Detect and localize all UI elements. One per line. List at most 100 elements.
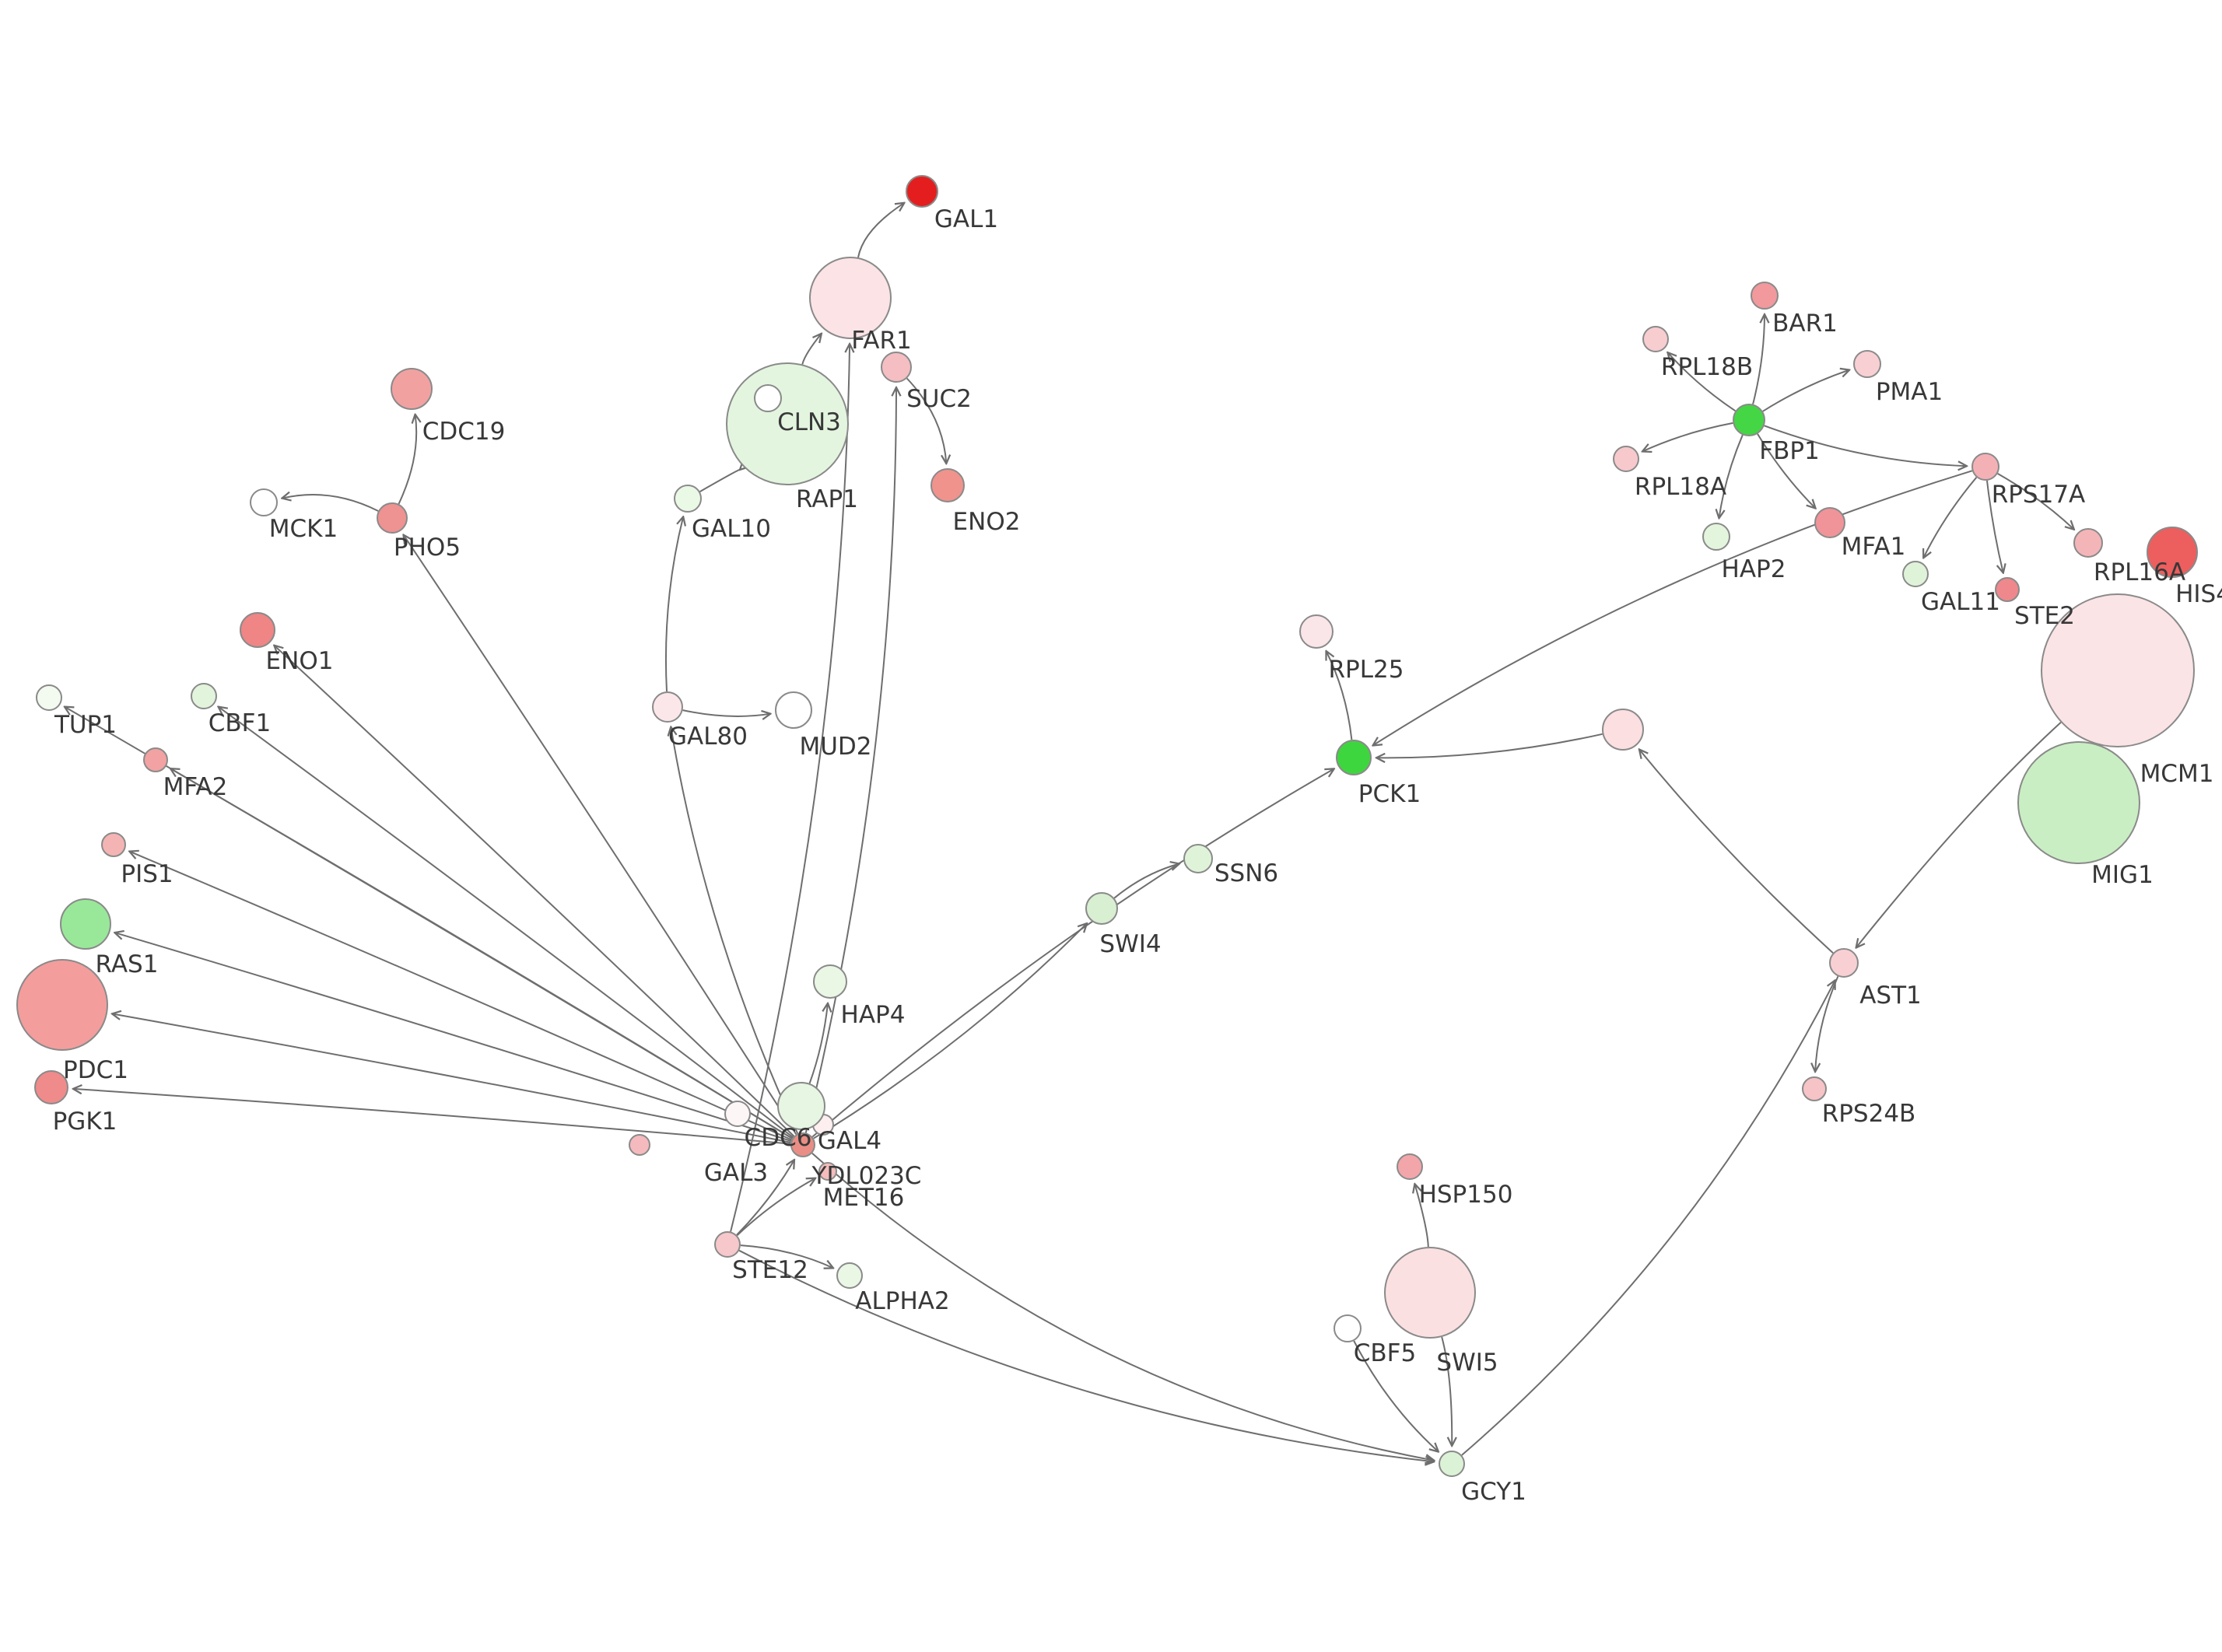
edge-GAL4-SUC2[interactable] <box>804 387 896 1133</box>
edge-NODE_X-PCK1[interactable] <box>1376 733 1603 758</box>
edge-RPS17A-STE2[interactable] <box>1986 480 2003 573</box>
node-ENO2[interactable] <box>931 468 965 502</box>
edge-PHO5-MCK1[interactable] <box>282 495 379 512</box>
edge-FBP1-PMA1[interactable] <box>1762 370 1849 412</box>
node-MCK1[interactable] <box>250 488 278 516</box>
node-MCM1[interactable] <box>2041 593 2195 747</box>
node-GAL4[interactable] <box>790 1132 815 1157</box>
edge-GAL80-MUD2[interactable] <box>682 709 771 716</box>
node-PDC1[interactable] <box>16 959 108 1051</box>
node-STE12[interactable] <box>714 1231 741 1258</box>
edge-SWI5-GCY1[interactable] <box>1441 1336 1452 1446</box>
node-GAL3[interactable] <box>724 1101 751 1127</box>
edge-SWI4-SSN6[interactable] <box>1113 864 1179 899</box>
edge-FBP1-MFA1[interactable] <box>1757 433 1816 509</box>
node-MUD2[interactable] <box>775 691 812 729</box>
edge-CBF5-GCY1[interactable] <box>1353 1340 1439 1452</box>
node-HAP2[interactable] <box>1702 523 1730 551</box>
edge-FAR1-GAL1[interactable] <box>857 203 904 258</box>
edge-GAL4-GAL80[interactable] <box>671 727 799 1134</box>
edge-FBP1-RPL18A[interactable] <box>1642 422 1733 452</box>
node-CDC19[interactable] <box>391 368 433 410</box>
node-GAL80[interactable] <box>652 691 683 723</box>
node-MFA1[interactable] <box>1814 507 1845 538</box>
edge-GAL4-ENO1[interactable] <box>274 646 795 1137</box>
node-CBF1[interactable] <box>191 683 217 709</box>
edge-GAL4-CBF1[interactable] <box>219 707 794 1139</box>
edge-GAL4-PHO5[interactable] <box>404 535 797 1136</box>
edge-STE12-FAR1[interactable] <box>730 344 850 1232</box>
node-GAL11[interactable] <box>1902 561 1929 587</box>
node-SSN6[interactable] <box>1183 844 1213 873</box>
edge-STE12-GAL4[interactable] <box>736 1160 794 1236</box>
node-GAL1[interactable] <box>906 175 938 208</box>
node-RPL16A[interactable] <box>2073 528 2103 558</box>
node-RPL18A[interactable] <box>1613 446 1639 472</box>
edge-GAL4-PGK1[interactable] <box>73 1089 791 1145</box>
node-GAL10[interactable] <box>674 485 702 513</box>
edge-SWI5-HSP150[interactable] <box>1414 1184 1429 1248</box>
node-BAR1[interactable] <box>1751 282 1779 310</box>
node-PIS1[interactable] <box>101 832 126 857</box>
edge-GAL4-TUP1[interactable] <box>65 707 793 1139</box>
edge-STE12-MET16[interactable] <box>736 1178 815 1237</box>
edge-FBP1-RPS17A[interactable] <box>1764 425 1967 466</box>
node-MFA2[interactable] <box>143 747 168 772</box>
edge-AST1-RPS24B[interactable] <box>1815 976 1839 1072</box>
node-RAS1[interactable] <box>60 898 111 950</box>
edge-GAL4-PIS1[interactable] <box>129 852 792 1141</box>
node-NODE_X[interactable] <box>1602 709 1644 751</box>
edge-GAL10-CLN3[interactable] <box>699 470 740 492</box>
edge-STE12-GCY1[interactable] <box>738 1249 1434 1462</box>
node-SWI4[interactable] <box>1085 892 1118 925</box>
node-RAP1[interactable] <box>754 384 782 412</box>
node-RPL25[interactable] <box>1299 614 1334 649</box>
edge-STE12-ALPHA2[interactable] <box>740 1244 833 1268</box>
edge-FBP1-BAR1[interactable] <box>1752 314 1765 404</box>
edge-MCM1-AST1[interactable] <box>1856 722 2062 948</box>
edge-GAL4-GCY1[interactable] <box>811 1152 1435 1461</box>
node-PMA1[interactable] <box>1853 350 1881 378</box>
node-PGK1[interactable] <box>34 1070 68 1104</box>
node-ALPHA2[interactable] <box>836 1262 863 1289</box>
node-RPS24B[interactable] <box>1802 1076 1827 1101</box>
node-FBP1[interactable] <box>1733 404 1765 436</box>
edge-PHO5-CDC19[interactable] <box>398 415 417 505</box>
edge-GAL4-SWI4[interactable] <box>813 923 1087 1139</box>
edge-FBP1-HAP2[interactable] <box>1719 434 1744 518</box>
edge-SUC2-ENO2[interactable] <box>906 377 947 464</box>
edge-GAL80-GAL10[interactable] <box>664 516 683 692</box>
node-MET16[interactable] <box>818 1162 837 1181</box>
node-HSP150[interactable] <box>1397 1153 1423 1180</box>
edge-GAL4-PDC1[interactable] <box>112 1013 791 1143</box>
edge-RPS17A-PCK1[interactable] <box>1373 470 1973 745</box>
node-CBF5[interactable] <box>1334 1314 1362 1342</box>
node-PHO5[interactable] <box>377 502 408 534</box>
node-SWI5[interactable] <box>1384 1247 1476 1339</box>
edge-GAL4-MFA2[interactable] <box>170 768 793 1139</box>
node-FAR1[interactable] <box>809 257 892 339</box>
node-MIG1[interactable] <box>2017 741 2140 864</box>
node-ENO1[interactable] <box>240 612 275 648</box>
edge-AST1-NODE_X[interactable] <box>1639 750 1834 954</box>
edge-GCY1-AST1[interactable] <box>1461 980 1835 1456</box>
edge-RPS17A-RPL16A[interactable] <box>1997 473 2074 530</box>
node-PCK1[interactable] <box>1336 740 1372 775</box>
node-HIS4[interactable] <box>2147 527 2198 578</box>
node-GCY1[interactable] <box>1439 1451 1465 1477</box>
edge-GAL4-RAS1[interactable] <box>114 933 792 1143</box>
node-STE2[interactable] <box>1995 577 2020 602</box>
edge-FBP1-RPL18B[interactable] <box>1667 352 1737 412</box>
node-CDC6[interactable] <box>777 1082 825 1130</box>
edge-CLN3-FAR1[interactable] <box>801 334 822 365</box>
node-TUP1[interactable] <box>36 684 62 711</box>
node-AST1[interactable] <box>1829 948 1859 978</box>
edge-RPS17A-GAL11[interactable] <box>1923 477 1978 558</box>
node-SUC2[interactable] <box>881 352 912 383</box>
edge-CDC6-HAP4[interactable] <box>808 1003 828 1084</box>
node-RPL18B[interactable] <box>1642 326 1669 352</box>
node-HAP4[interactable] <box>813 964 847 999</box>
edge-PCK1-RPL25[interactable] <box>1327 651 1353 740</box>
node-RPS17A[interactable] <box>1971 453 1999 481</box>
